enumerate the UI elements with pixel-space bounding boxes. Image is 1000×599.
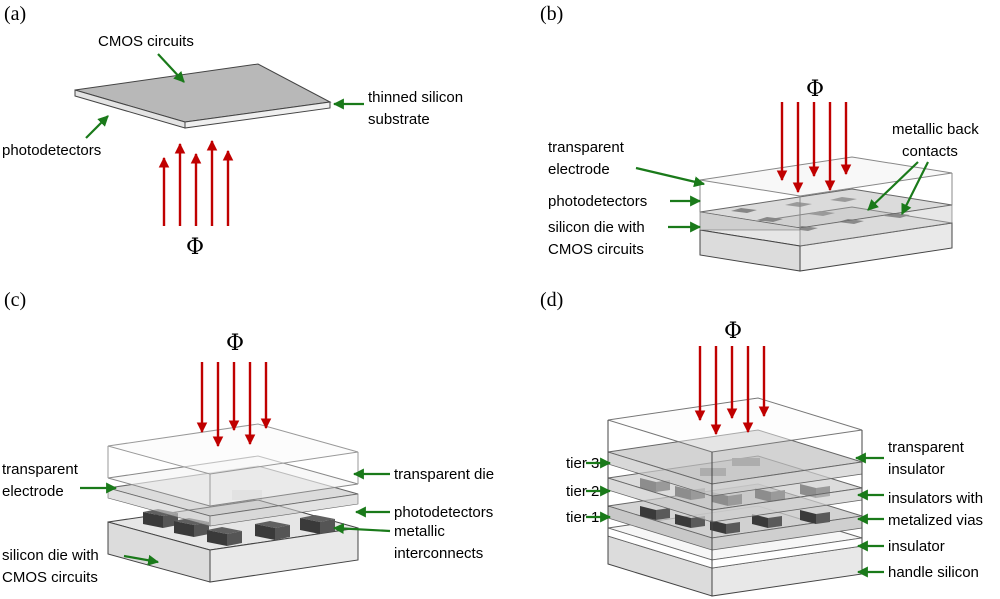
- panel-c: (c): [2, 289, 494, 586]
- flux-symbol-b: Φ: [806, 77, 824, 102]
- die-arrow-c: [123, 554, 160, 566]
- light-rays-a: [158, 139, 234, 226]
- light-rays-d: [694, 346, 770, 436]
- transparent-die-label: transparent die: [394, 466, 494, 483]
- transparent-insulator-label-line2: insulator: [888, 461, 945, 478]
- flux-symbol-c: Φ: [226, 331, 244, 356]
- photodetectors-arrow-a: [85, 115, 109, 139]
- die-label-b-line2: CMOS circuits: [548, 241, 644, 258]
- electrode-arrow-b: [635, 166, 706, 188]
- panel-a-label: (a): [4, 3, 26, 25]
- light-rays-c: [196, 362, 272, 448]
- contacts-arrow-1: [867, 161, 919, 211]
- cmos-circuits-label: CMOS circuits: [98, 33, 194, 50]
- transparent-die-c: [107, 423, 359, 506]
- panel-d: (d): [540, 289, 983, 597]
- substrate-label-line2: substrate: [368, 111, 430, 128]
- insulator-label: insulator: [888, 538, 945, 555]
- light-rays-b: [776, 102, 852, 194]
- flux-symbol-d: Φ: [724, 319, 742, 344]
- panel-b: (b): [540, 3, 979, 272]
- tier-3-label: tier 3: [566, 455, 599, 472]
- electrode-label-b-line1: transparent: [548, 139, 625, 156]
- interconnects-label-line2: interconnects: [394, 545, 483, 562]
- die-label-b-line1: silicon die with: [548, 219, 645, 236]
- cmos-arrow: [157, 53, 185, 83]
- interconnects-label-line1: metallic: [394, 523, 445, 540]
- tier-3-layer: [607, 429, 863, 497]
- vias-label-line1: insulators with: [888, 490, 983, 507]
- contacts-arrow-2: [901, 161, 929, 215]
- tier-1-label: tier 1: [566, 509, 599, 526]
- transparent-insulator-label-line1: transparent: [888, 439, 965, 456]
- vias-label-line2: metalized vias: [888, 512, 983, 529]
- handle-silicon-label: handle silicon: [888, 564, 979, 581]
- electrode-label-c-line2: electrode: [2, 483, 64, 500]
- electrode-label-b-line2: electrode: [548, 161, 610, 178]
- photodetectors-label-c: photodetectors: [394, 504, 493, 521]
- flux-symbol-a: Φ: [186, 235, 204, 260]
- contacts-label-line2: contacts: [902, 143, 958, 160]
- panel-c-label: (c): [4, 289, 26, 311]
- die-label-c-line2: CMOS circuits: [2, 569, 98, 586]
- contacts-label-line1: metallic back: [892, 121, 979, 138]
- panel-b-label: (b): [540, 3, 563, 25]
- photodetector-layer-b: [699, 188, 953, 247]
- substrate-label-line1: thinned silicon: [368, 89, 463, 106]
- panel-a: (a) CMOS circuits photodetectors thinned…: [2, 3, 463, 260]
- thinned-silicon-wafer: [74, 63, 332, 129]
- photodetectors-label-a: photodetectors: [2, 142, 101, 159]
- tier-2-label: tier 2: [566, 483, 599, 500]
- panel-d-label: (d): [540, 289, 563, 311]
- interconnects-arrow: [332, 523, 391, 535]
- photodetectors-label-b: photodetectors: [548, 193, 647, 210]
- electrode-label-c-line1: transparent: [2, 461, 79, 478]
- die-label-c-line1: silicon die with: [2, 547, 99, 564]
